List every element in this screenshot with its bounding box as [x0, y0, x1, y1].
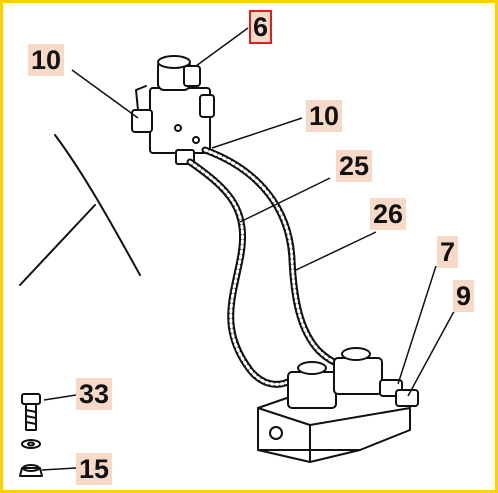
lower-valve-block — [257, 347, 419, 463]
callout-10-right: 10 — [306, 100, 343, 132]
leader-25 — [239, 177, 331, 223]
nut-15 — [19, 464, 43, 477]
callout-6: 6 — [249, 10, 273, 44]
washer — [21, 439, 41, 449]
leader-33 — [43, 394, 77, 401]
leader-26 — [295, 231, 377, 271]
hose-25 — [186, 158, 296, 388]
machine-outline-arc — [54, 134, 141, 276]
callout-33: 33 — [76, 378, 113, 410]
leader-15 — [41, 467, 77, 471]
callout-9: 9 — [453, 280, 475, 312]
callout-26: 26 — [370, 198, 407, 230]
leader-10b — [211, 117, 303, 149]
machine-outline-line — [19, 204, 96, 286]
leader-10a — [71, 69, 139, 119]
leader-7 — [397, 265, 437, 385]
hose-26 — [201, 146, 338, 366]
leader-9 — [407, 303, 459, 397]
callout-15: 15 — [76, 453, 113, 485]
callout-25: 25 — [336, 150, 373, 182]
leader-6 — [195, 27, 249, 67]
callout-7: 7 — [437, 236, 459, 268]
upper-valve-assembly — [131, 55, 215, 165]
callout-10-top: 10 — [28, 44, 65, 76]
bolt-33 — [21, 393, 41, 431]
